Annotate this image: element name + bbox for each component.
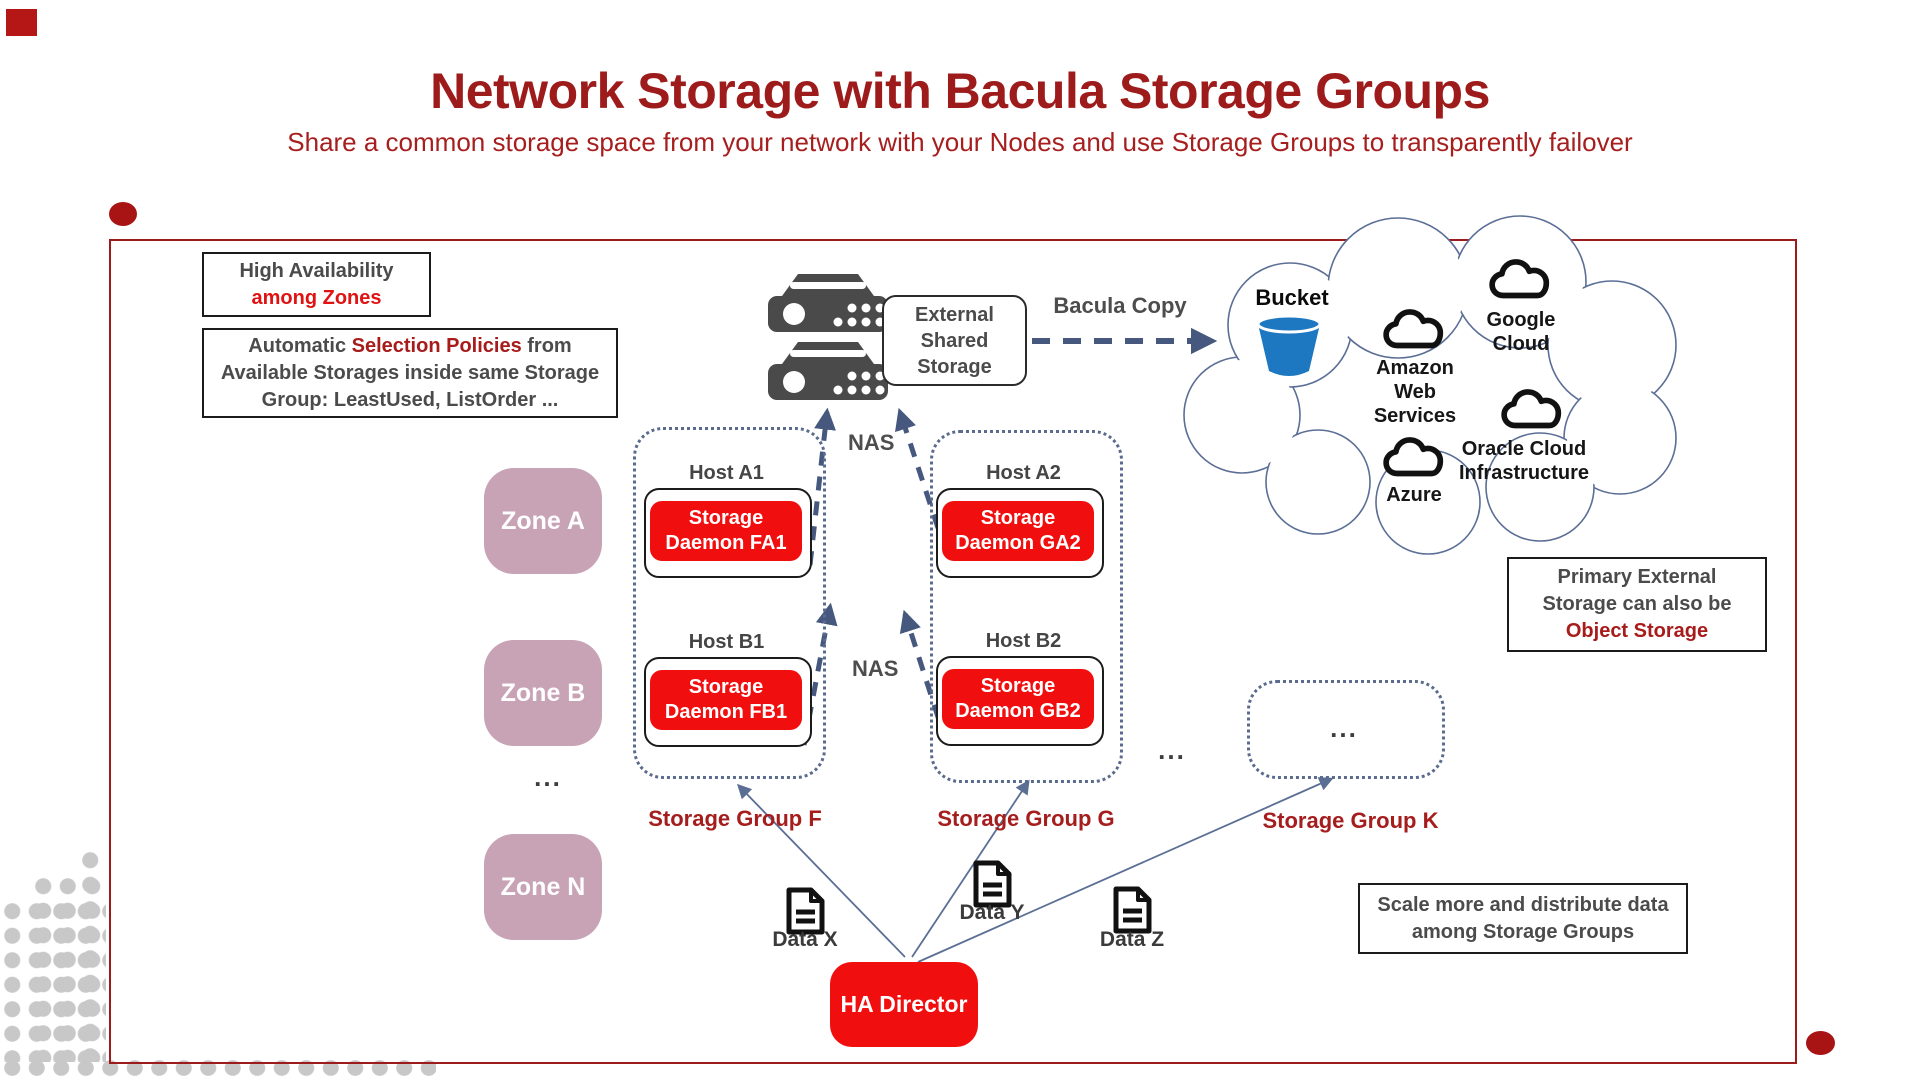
note-text: from Available Storages inside same Stor…	[220, 334, 600, 411]
data-z-label: Data Z	[1099, 928, 1165, 951]
data-x-label: Data X	[772, 928, 838, 951]
storage-daemon-fb1: Storage Daemon FB1	[650, 670, 802, 730]
zone-b-label: Zone B	[500, 678, 586, 707]
page-subtitle: Share a common storage space from your n…	[287, 127, 1633, 157]
storage-daemon-fa1: Storage Daemon FA1	[650, 501, 802, 561]
storage-daemon-ga2-label: Storage Daemon GA2	[955, 507, 1081, 554]
oracle-cloud-icon	[1501, 389, 1562, 429]
note-line: Scale more and distribute data among Sto…	[1377, 893, 1669, 943]
data-z-file-icon	[1113, 886, 1152, 934]
storage-daemon-fa1-label: Storage Daemon FA1	[665, 507, 787, 554]
storage-group-g-label: Storage Group G	[937, 806, 1115, 831]
ha-director-label: HA Director	[840, 991, 968, 1017]
google-cloud-icon	[1489, 259, 1550, 299]
host-b1-label: Host B1	[688, 631, 765, 653]
nas-label-upper: NAS	[848, 430, 895, 455]
bacula-copy-label: Bacula Copy	[1053, 293, 1187, 318]
zone-b-box: Zone B	[484, 640, 602, 746]
storage-group-f-label: Storage Group F	[648, 806, 822, 831]
storage-group-k-label: Storage Group K	[1262, 808, 1439, 833]
dot-grid-decoration	[0, 1056, 436, 1080]
director-to-group-k-line	[917, 777, 1334, 963]
storage-daemon-gb2-label: Storage Daemon GB2	[955, 675, 1081, 722]
storage-daemon-fb1-label: Storage Daemon FB1	[664, 676, 788, 723]
note-line: Primary External	[1557, 566, 1717, 588]
storage-daemon-ga2: Storage Daemon GA2	[942, 501, 1094, 561]
zone-n-label: Zone N	[500, 872, 586, 901]
zone-n-box: Zone N	[484, 834, 602, 940]
google-cloud-label: Google Cloud	[1486, 309, 1556, 355]
aws-cloud-icon	[1383, 309, 1444, 349]
director-to-group-f-line	[736, 783, 906, 958]
data-x-file-icon	[786, 887, 825, 935]
note-text-highlight: Selection Policies	[351, 334, 522, 357]
storage-group-k-box	[1247, 680, 1445, 779]
azure-cloud-icon	[1383, 437, 1444, 477]
ha-director-box: HA Director	[830, 962, 978, 1047]
nas-label-lower: NAS	[852, 656, 899, 681]
storage-group-k-ellipsis: ...	[1330, 713, 1358, 743]
red-dot-accent	[109, 202, 137, 226]
external-shared-storage-label: External Shared Storage	[915, 303, 994, 378]
data-y-label: Data Y	[959, 901, 1025, 924]
note-high-availability: High Availability among Zones	[202, 252, 431, 317]
host-a1-label: Host A1	[689, 462, 764, 484]
page-title: Network Storage with Bacula Storage Grou…	[430, 63, 1490, 119]
corner-accent	[6, 9, 37, 36]
external-shared-storage-box: External Shared Storage	[882, 295, 1027, 386]
note-text: Automatic	[248, 334, 352, 357]
bucket-label: Bucket	[1255, 285, 1329, 310]
note-selection-policies: Automatic Selection Policies from Availa…	[202, 328, 618, 418]
note-primary-storage: Primary External Storage can also be Obj…	[1507, 557, 1767, 652]
azure-label: Azure	[1386, 484, 1442, 506]
red-dot-accent	[1806, 1031, 1835, 1055]
note-line: Storage can also be	[1542, 593, 1732, 615]
aws-label: Amazon Web Services	[1373, 357, 1457, 427]
groups-ellipsis: ...	[1158, 735, 1186, 765]
storage-daemon-gb2: Storage Daemon GB2	[942, 669, 1094, 729]
director-to-group-g-line	[911, 779, 1030, 958]
note-line-highlight: Object Storage	[1565, 620, 1709, 642]
zones-ellipsis: ...	[534, 762, 562, 792]
oracle-cloud-label: Oracle Cloud Infrastructure	[1458, 438, 1590, 484]
bucket-icon	[1256, 314, 1322, 376]
nas-arrow-ga2	[895, 407, 941, 529]
zone-a-label: Zone A	[501, 506, 585, 535]
host-b2-label: Host B2	[985, 630, 1062, 652]
host-a2-label: Host A2	[986, 462, 1061, 484]
nas-arrow-gb2	[899, 609, 949, 743]
dot-grid-decoration	[0, 899, 106, 1062]
zone-a-box: Zone A	[484, 468, 602, 574]
nas-arrow-fa1	[807, 407, 836, 566]
nas-servers-icon	[768, 274, 888, 400]
note-scale: Scale more and distribute data among Sto…	[1358, 883, 1688, 954]
diagram-frame	[109, 239, 1797, 1064]
note-line: High Availability	[239, 259, 394, 282]
data-y-file-icon	[973, 860, 1012, 908]
note-line-highlight: among Zones	[251, 286, 382, 309]
